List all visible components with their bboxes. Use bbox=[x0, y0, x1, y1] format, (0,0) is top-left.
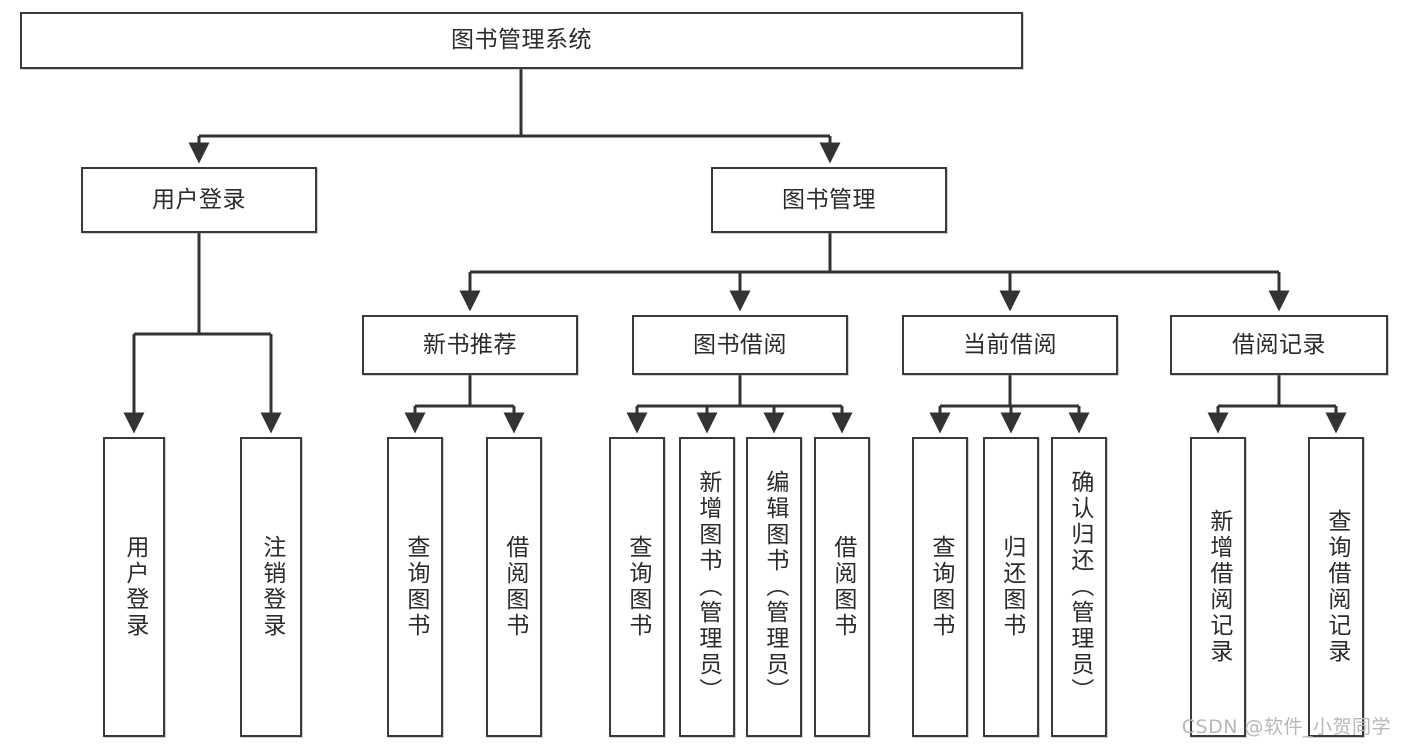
node-user-login-label: 用户登录 bbox=[152, 186, 246, 213]
node-leaf-query-book-current[interactable]: 查询图书 bbox=[912, 437, 968, 737]
node-leaf-add-book-admin[interactable]: 新增图书（管理员） bbox=[679, 437, 735, 737]
node-root-label: 图书管理系统 bbox=[451, 27, 592, 53]
node-leaf-add-borrow-record-label: 新增借阅记录 bbox=[1205, 509, 1232, 665]
node-leaf-edit-book-admin-label: 编辑图书（管理员） bbox=[761, 470, 788, 704]
node-leaf-query-book-current-label: 查询图书 bbox=[927, 535, 954, 639]
node-leaf-add-borrow-record[interactable]: 新增借阅记录 bbox=[1190, 437, 1246, 737]
node-book-manage[interactable]: 图书管理 bbox=[711, 167, 947, 233]
node-book-borrow-label: 图书借阅 bbox=[693, 331, 787, 358]
node-leaf-borrow-book-rec[interactable]: 借阅图书 bbox=[486, 437, 542, 737]
node-new-book-recommend[interactable]: 新书推荐 bbox=[362, 315, 578, 375]
node-leaf-edit-book-admin[interactable]: 编辑图书（管理员） bbox=[746, 437, 802, 737]
node-borrow-record-label: 借阅记录 bbox=[1232, 331, 1326, 358]
node-leaf-query-book-rec-label: 查询图书 bbox=[402, 535, 429, 639]
node-leaf-user-logout[interactable]: 注销登录 bbox=[240, 437, 302, 737]
node-borrow-record[interactable]: 借阅记录 bbox=[1170, 315, 1388, 375]
node-book-borrow[interactable]: 图书借阅 bbox=[632, 315, 848, 375]
node-user-login[interactable]: 用户登录 bbox=[81, 167, 317, 233]
node-leaf-user-login[interactable]: 用户登录 bbox=[103, 437, 165, 737]
node-book-manage-label: 图书管理 bbox=[782, 186, 876, 213]
node-leaf-return-book[interactable]: 归还图书 bbox=[983, 437, 1039, 737]
node-leaf-query-borrow-record[interactable]: 查询借阅记录 bbox=[1308, 437, 1364, 737]
node-new-book-recommend-label: 新书推荐 bbox=[423, 331, 517, 358]
watermark-text: CSDN @软件_小贺同学 bbox=[1181, 716, 1391, 738]
node-leaf-borrow-book[interactable]: 借阅图书 bbox=[814, 437, 870, 737]
node-leaf-user-logout-label: 注销登录 bbox=[258, 535, 285, 639]
node-root[interactable]: 图书管理系统 bbox=[20, 12, 1023, 69]
node-leaf-query-book-borrow-label: 查询图书 bbox=[624, 535, 651, 639]
node-current-borrow-label: 当前借阅 bbox=[963, 331, 1057, 358]
node-leaf-borrow-book-rec-label: 借阅图书 bbox=[501, 535, 528, 639]
node-leaf-add-book-admin-label: 新增图书（管理员） bbox=[694, 470, 721, 704]
node-leaf-query-borrow-record-label: 查询借阅记录 bbox=[1323, 509, 1350, 665]
node-leaf-borrow-book-label: 借阅图书 bbox=[829, 535, 856, 639]
node-leaf-confirm-return-admin-label: 确认归还（管理员） bbox=[1066, 470, 1093, 704]
node-leaf-query-book-rec[interactable]: 查询图书 bbox=[387, 437, 443, 737]
node-leaf-confirm-return-admin[interactable]: 确认归还（管理员） bbox=[1051, 437, 1107, 737]
node-leaf-user-login-label: 用户登录 bbox=[121, 535, 148, 639]
node-leaf-query-book-borrow[interactable]: 查询图书 bbox=[609, 437, 665, 737]
node-current-borrow[interactable]: 当前借阅 bbox=[902, 315, 1118, 375]
node-leaf-return-book-label: 归还图书 bbox=[998, 535, 1025, 639]
